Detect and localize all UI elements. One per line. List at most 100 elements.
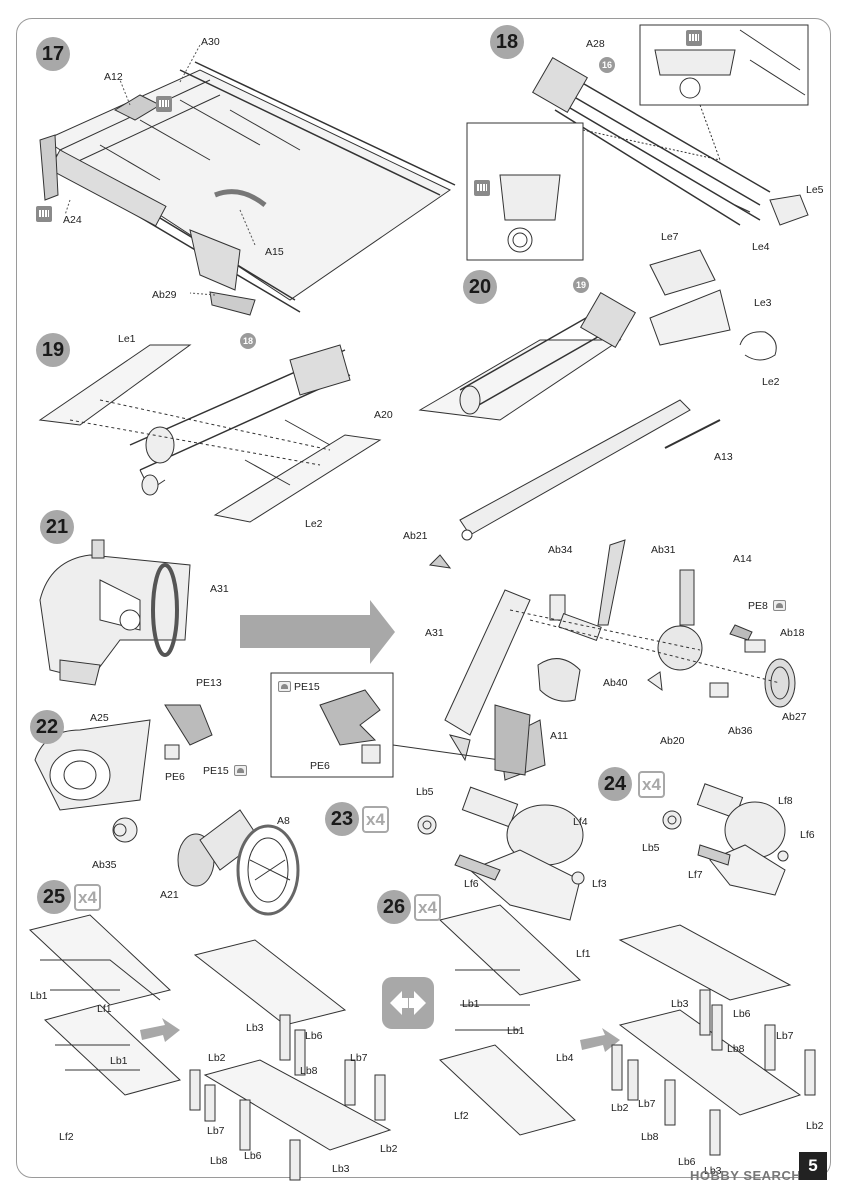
part-label: Lb7 — [638, 1098, 656, 1110]
part-label: PE6 — [310, 760, 330, 772]
photo-etch-icon — [278, 681, 291, 692]
part-label: Ab34 — [548, 544, 573, 556]
part-label: A31 — [210, 583, 229, 595]
part-label: Le5 — [806, 184, 824, 196]
part-label: Ab21 — [403, 530, 428, 542]
part-label: A28 — [586, 38, 605, 50]
part-label: Lb3 — [246, 1022, 264, 1034]
step24-drawing — [662, 783, 789, 896]
part-label: Lb6 — [244, 1150, 262, 1162]
part-label: A20 — [374, 409, 393, 421]
part-label: Lb3 — [671, 998, 689, 1010]
part-label: PE8 — [748, 600, 768, 612]
part-label: PE15 — [294, 681, 320, 693]
part-label: Lb8 — [641, 1131, 659, 1143]
part-label: Ab27 — [782, 711, 807, 723]
step-24-multiplier: x4 — [638, 771, 665, 798]
part-label: Lf6 — [464, 878, 479, 890]
part-label: Lb7 — [207, 1125, 225, 1137]
step-17-badge: 17 — [36, 37, 70, 71]
glue-icon — [36, 206, 52, 222]
part-label: A21 — [160, 889, 179, 901]
step-21-badge: 21 — [40, 510, 74, 544]
part-label: Lf1 — [576, 948, 591, 960]
part-label: Le2 — [762, 376, 780, 388]
part-label: A30 — [201, 36, 220, 48]
part-label: Lb3 — [332, 1163, 350, 1175]
part-label: PE13 — [196, 677, 222, 689]
part-label: Ab20 — [660, 735, 685, 747]
part-label: Lb6 — [678, 1156, 696, 1168]
part-label: A31 — [425, 627, 444, 639]
part-label: Le2 — [305, 518, 323, 530]
part-label: Lb2 — [611, 1102, 629, 1114]
step-18-badge: 18 — [490, 25, 524, 59]
part-label: Lf6 — [800, 829, 815, 841]
part-label: A25 — [90, 712, 109, 724]
part-label: A8 — [277, 815, 290, 827]
part-label: Lb2 — [208, 1052, 226, 1064]
part-label: Lf2 — [454, 1110, 469, 1122]
step-25-badge: 25 — [37, 880, 71, 914]
step-ref-19: 19 — [573, 277, 589, 293]
part-label: Ab36 — [728, 725, 753, 737]
part-label: Lb1 — [462, 998, 480, 1010]
step17-drawing — [39, 61, 456, 316]
step-26-badge: 26 — [377, 890, 411, 924]
step-24-badge: 24 — [598, 767, 632, 801]
part-label: Lb8 — [300, 1065, 318, 1077]
part-label: Lf2 — [59, 1131, 74, 1143]
photo-etch-icon — [234, 765, 247, 776]
step25-drawing — [28, 914, 392, 1181]
big-arrow — [240, 600, 395, 664]
page-number: 5 — [799, 1152, 827, 1180]
part-label: Ab29 — [152, 289, 177, 301]
part-label: Lb2 — [806, 1120, 824, 1132]
part-label: A13 — [714, 451, 733, 463]
part-label: Lb8 — [727, 1043, 745, 1055]
part-label: Lb8 — [210, 1155, 228, 1167]
part-label: Lf8 — [778, 795, 793, 807]
step-ref-18: 18 — [240, 333, 256, 349]
part-label: PE15 — [203, 765, 229, 777]
step25-arrow — [140, 1018, 180, 1042]
part-label: Lf7 — [688, 869, 703, 881]
step-19-badge: 19 — [36, 333, 70, 367]
step-23-badge: 23 — [325, 802, 359, 836]
part-label: Lb6 — [733, 1008, 751, 1020]
step-23-multiplier: x4 — [362, 806, 389, 833]
part-label: Le1 — [118, 333, 136, 345]
mirror-arrows-icon — [382, 977, 434, 1029]
watermark: HOBBY SEARCH — [690, 1168, 802, 1183]
part-label: A11 — [550, 730, 568, 742]
part-label: Ab18 — [780, 627, 805, 639]
glue-icon — [156, 96, 172, 112]
part-label: Le7 — [661, 231, 679, 243]
part-label: Lb1 — [507, 1025, 525, 1037]
part-label: Ab31 — [651, 544, 676, 556]
part-label: Le4 — [752, 241, 770, 253]
part-label: Lb1 — [30, 990, 48, 1002]
step-ref-16: 16 — [599, 57, 615, 73]
step26-arrow — [580, 1028, 620, 1052]
part-label: Lb7 — [350, 1052, 368, 1064]
step23-drawing — [417, 786, 585, 921]
part-label: Le3 — [754, 297, 772, 309]
part-label: PE6 — [165, 771, 185, 783]
step18-drawing — [466, 24, 809, 261]
mirror-arrows-icon — [390, 991, 426, 1015]
part-label: Lb5 — [416, 786, 434, 798]
page-frame — [16, 18, 831, 1178]
glue-icon — [686, 30, 702, 46]
pe15-inset-drawing — [270, 672, 531, 778]
photo-etch-icon — [773, 600, 786, 611]
part-label: Lb3 — [704, 1165, 722, 1177]
part-label: Lb6 — [305, 1030, 323, 1042]
part-label: Ab40 — [603, 677, 628, 689]
glue-icon — [474, 180, 490, 196]
part-label: A24 — [63, 214, 82, 226]
step20-drawing — [418, 249, 777, 569]
part-label: Ab35 — [92, 859, 117, 871]
step-25-multiplier: x4 — [74, 884, 101, 911]
